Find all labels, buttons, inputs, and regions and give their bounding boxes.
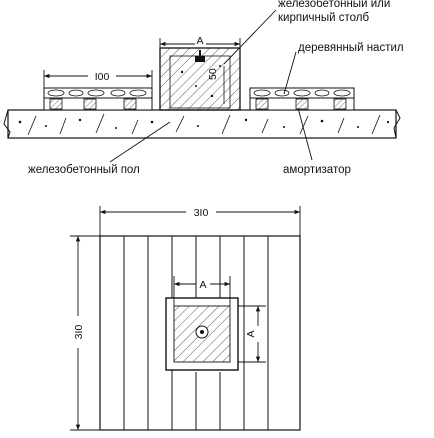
column-label-line2: кирпичный столб (278, 12, 370, 24)
column-label-line1: железобетонный или (278, 0, 391, 10)
deck-length-dimension (43, 70, 153, 88)
plan-view: 3I0 3I0 A A (70, 206, 301, 431)
column-width-dim-label: A (196, 35, 203, 47)
callout-leader-lines (109, 9, 313, 163)
plan-deck-boards (123, 236, 269, 430)
section-view: A I00 50 (3, 9, 401, 163)
pillar-height-dim-label: A (245, 330, 257, 337)
column (159, 47, 241, 111)
wood-deck-left (43, 87, 153, 111)
anchor-bolt-icon (195, 56, 205, 62)
column-width-dimension (159, 38, 241, 48)
wood-deck-right (249, 87, 355, 111)
pillar-width-dimension (173, 276, 231, 306)
wood-deck-label: деревянный настил (298, 42, 404, 54)
plan-height-dim-label: 3I0 (73, 325, 85, 340)
plan-pillar (165, 297, 239, 371)
plan-width-dim-label: 3I0 (194, 207, 209, 219)
concrete-floor-slab (3, 109, 401, 139)
embed-depth-dim-label: 50 (207, 68, 219, 80)
pillar-height-dimension (238, 305, 266, 363)
plan-height-dimension (70, 235, 100, 431)
deck-length-dim-label: I00 (95, 71, 110, 83)
pillar-width-dim-label: A (199, 279, 206, 291)
shock-absorber-label: амортизатор (283, 164, 351, 176)
plan-width-dimension (99, 206, 301, 236)
concrete-floor-label: железобетонный пол (28, 164, 140, 176)
